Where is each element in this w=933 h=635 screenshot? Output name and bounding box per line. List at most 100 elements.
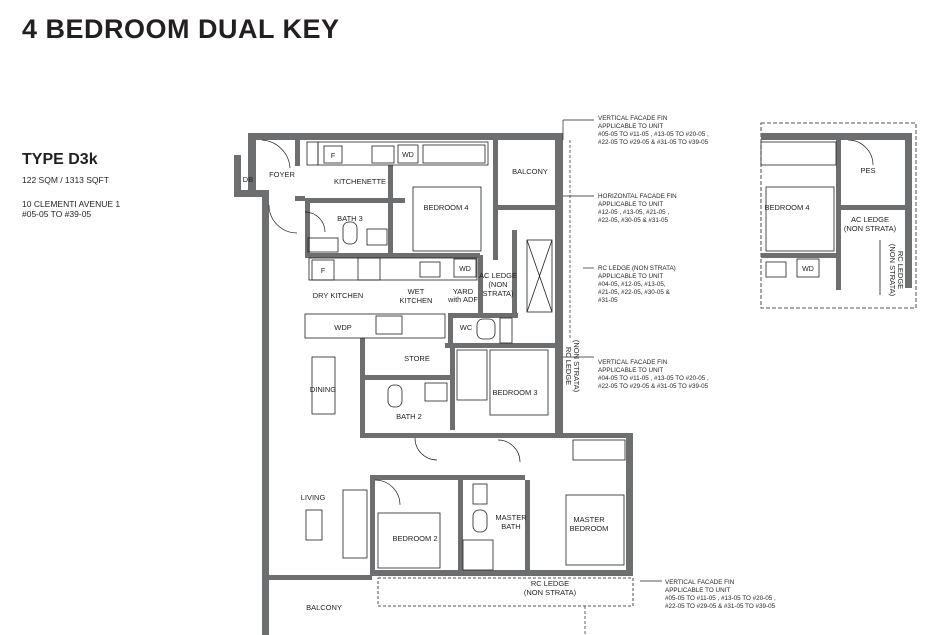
bed-icon — [377, 512, 441, 569]
washer-dryer-label: WD — [459, 266, 471, 273]
note-line: APPLICABLE TO UNIT — [598, 273, 663, 280]
toilet-icon — [472, 509, 488, 533]
toilet-icon — [342, 221, 358, 245]
room-label: (NON STRATA) — [572, 340, 581, 393]
shower-icon — [307, 237, 339, 253]
room-label: DINING — [310, 385, 336, 394]
leader-lines — [562, 119, 662, 635]
room-labels: DB FOYER KITCHENETTE BALCONY BEDROOM 4 B… — [243, 152, 609, 612]
fridge-label: F — [321, 268, 325, 275]
inset-label: (NON STRATA) — [844, 224, 897, 233]
bed-icon — [489, 349, 549, 416]
room-label: BEDROOM 4 — [423, 203, 468, 212]
annotations: VERTICAL FACADE FIN APPLICABLE TO UNIT #… — [598, 115, 776, 610]
room-label: RC LEDGE — [564, 347, 573, 385]
room-label: DRY KITCHEN — [313, 291, 364, 300]
room-label: BATH 3 — [337, 214, 363, 223]
room-label: LIVING — [301, 493, 326, 502]
room-label: FOYER — [269, 170, 295, 179]
note-line: #12-05 , #13-05, #21-05 , — [598, 209, 669, 216]
hob-icon — [357, 257, 381, 281]
inset-label: (NON STRATA) — [888, 244, 897, 297]
note-line: #04-05 TO #11-05 , #13-05 TO #20-05 , — [598, 375, 709, 382]
room-label: MASTER — [573, 515, 605, 524]
note-line: #05-05 TO #11-05 , #13-05 TO #20-05 , — [665, 595, 776, 602]
coffee-table — [305, 509, 323, 541]
room-label: STORE — [404, 354, 430, 363]
inset-label: AC LEDGE — [851, 215, 889, 224]
doors — [261, 139, 874, 506]
room-label: with ADF — [447, 295, 478, 304]
unit-address: 10 CLEMENTI AVENUE 1 — [22, 199, 121, 209]
hob-icon — [375, 315, 403, 335]
room-label: KITCHEN — [400, 296, 433, 305]
room-label: WC — [460, 323, 473, 332]
room-label: (NON — [488, 280, 507, 289]
note-line: #22-05 TO #29-05 & #31-05 TO #39-05 — [665, 603, 776, 610]
room-label: STRATA) — [483, 289, 514, 298]
note-line: VERTICAL FACADE FIN — [598, 115, 668, 122]
unit-type: TYPE D3k — [22, 151, 98, 168]
wardrobe — [572, 439, 626, 461]
note-line: APPLICABLE TO UNIT — [665, 587, 730, 594]
note-line: #04-05, #12-05, #13-05, — [598, 281, 666, 288]
room-label: BATH 2 — [396, 412, 422, 421]
note-line: #05-05 TO #11-05 , #13-05 TO #20-05 , — [598, 131, 709, 138]
note-line: HORIZONTAL FACADE FIN — [598, 193, 677, 200]
note-line: RC LEDGE (NON STRATA) — [598, 265, 676, 272]
toilet-icon — [476, 318, 496, 340]
room-label: (NON STRATA) — [524, 588, 577, 597]
basin-icon — [424, 382, 448, 402]
sink-icon — [371, 145, 395, 164]
fixtures — [304, 141, 634, 607]
wardrobe — [422, 144, 486, 164]
page-title: 4 BEDROOM DUAL KEY — [22, 14, 340, 44]
sofa — [342, 489, 368, 559]
room-label: KITCHENETTE — [334, 177, 386, 186]
basin-icon — [472, 483, 488, 505]
kitchen-island — [304, 313, 446, 339]
room-label: MASTER — [495, 513, 527, 522]
sink-icon — [419, 261, 441, 278]
dining-table — [311, 356, 336, 415]
walls — [234, 133, 633, 635]
unit-area: 122 SQM / 1313 SQFT — [22, 175, 109, 185]
inset-plan: PES BEDROOM 4 AC LEDGE (NON STRATA) WD R… — [760, 122, 917, 309]
fridge-icon — [311, 259, 335, 281]
room-label: BEDROOM — [570, 524, 609, 533]
room-label: DB — [243, 175, 253, 184]
washer-dryer-icon — [397, 144, 419, 164]
shower-icon — [462, 539, 494, 571]
unit-numbers: #05-05 TO #39-05 — [22, 209, 92, 219]
room-label: BEDROOM 3 — [492, 388, 537, 397]
room-label: WDP — [334, 323, 352, 332]
room-label: BALCONY — [306, 603, 342, 612]
bed-icon — [412, 186, 482, 252]
room-label: AC LEDGE — [479, 271, 517, 280]
note-line: #21-05, #22-05, #30-05 & — [598, 289, 671, 296]
note-line: #22-05 TO #29-05 & #31-05 TO #39-05 — [598, 139, 709, 146]
bed-icon — [565, 494, 625, 566]
room-label: BATH — [501, 522, 520, 531]
note-line: #22-05 TO #29-05 & #31-05 TO #39-05 — [598, 383, 709, 390]
washer-dryer-icon — [453, 258, 477, 278]
room-label: BALCONY — [512, 167, 548, 176]
note-line: VERTICAL FACADE FIN — [665, 579, 735, 586]
fridge-label: F — [331, 153, 335, 160]
note-line: APPLICABLE TO UNIT — [598, 123, 663, 130]
note-line: #31-05 — [598, 297, 618, 304]
note-line: APPLICABLE TO UNIT — [598, 201, 663, 208]
toilet-icon — [387, 384, 403, 408]
note-line: #22-05, #30-05 & #31-05 — [598, 217, 669, 224]
note-line: VERTICAL FACADE FIN — [598, 359, 668, 366]
fridge-icon — [323, 145, 343, 164]
room-label: BEDROOM 2 — [392, 534, 437, 543]
note-line: APPLICABLE TO UNIT — [598, 367, 663, 374]
inset-label: BEDROOM 4 — [764, 203, 809, 212]
washer-dryer-label: WD — [402, 152, 414, 159]
inset-label: RC LEDGE — [896, 251, 905, 289]
basin-icon — [366, 228, 388, 246]
room-label: WET — [408, 287, 425, 296]
room-label: YARD — [453, 287, 474, 296]
